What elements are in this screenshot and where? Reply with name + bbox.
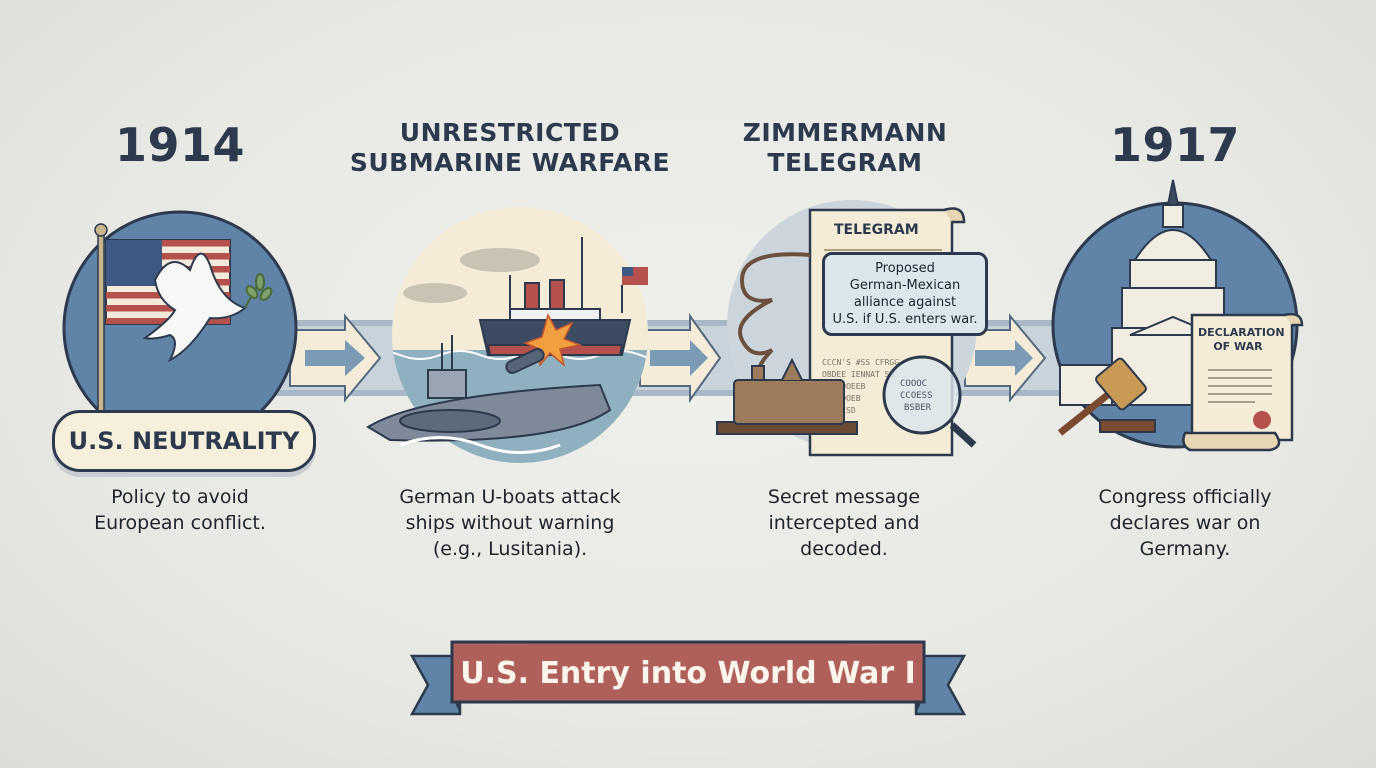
torpedo-icon xyxy=(505,348,545,374)
american-flag-icon xyxy=(621,267,648,313)
step-3-description: Secret message intercepted and decoded. xyxy=(767,486,921,560)
step-4-year: 1917 xyxy=(1109,118,1241,172)
wax-seal-icon xyxy=(1253,411,1271,429)
telegram-title: TELEGRAM xyxy=(834,222,919,238)
explosion-icon xyxy=(522,312,583,368)
declaration-title: DECLARATION OF WAR xyxy=(1198,326,1285,353)
telegraph-key-icon xyxy=(716,357,858,435)
step-2-illustration xyxy=(366,207,648,463)
step-3-heading: ZIMMERMANN TELEGRAM xyxy=(742,118,948,177)
magnifying-glass-icon xyxy=(882,355,977,448)
step-4-description: Congress officially declares war on Germ… xyxy=(1098,486,1272,560)
svg-text:OBDEE IENNAT S0: OBDEE IENNAT S0 xyxy=(822,370,894,379)
neutrality-label: U.S. NEUTRALITY xyxy=(52,410,316,472)
gavel-icon xyxy=(1057,357,1156,436)
flagpole-icon xyxy=(94,223,108,430)
svg-text:COOOC: COOOC xyxy=(900,379,927,389)
svg-text:CCCN'S #SS CFRGG-: CCCN'S #SS CFRGG- xyxy=(822,358,904,367)
olive-branch-icon xyxy=(244,273,273,309)
infographic-title: U.S. Entry into World War I xyxy=(460,655,916,691)
submarine-icon xyxy=(366,335,612,442)
svg-text:BSBER: BSBER xyxy=(904,403,932,413)
telegram-speech-bubble: Proposed German-Mexican alliance against… xyxy=(822,252,988,336)
telegraph-wire xyxy=(738,252,811,402)
step-2-description: German U-boats attack ships without warn… xyxy=(399,486,621,560)
timeline-arrow-band xyxy=(250,312,1150,404)
svg-text:CCOESS: CCOESS xyxy=(900,391,933,401)
scroll-icon xyxy=(1182,312,1304,452)
step-1-illustration xyxy=(62,210,298,430)
dove-icon xyxy=(142,252,248,363)
ocean-liner-icon xyxy=(478,237,632,356)
step-1-description: Policy to avoid European conflict. xyxy=(94,486,266,534)
step-4-illustration xyxy=(1051,179,1304,452)
cloud-icon xyxy=(403,248,540,303)
step-1-year: 1914 xyxy=(114,118,246,172)
step-2-heading: UNRESTRICTED SUBMARINE WARFARE xyxy=(349,118,671,177)
title-ribbon xyxy=(409,640,967,716)
